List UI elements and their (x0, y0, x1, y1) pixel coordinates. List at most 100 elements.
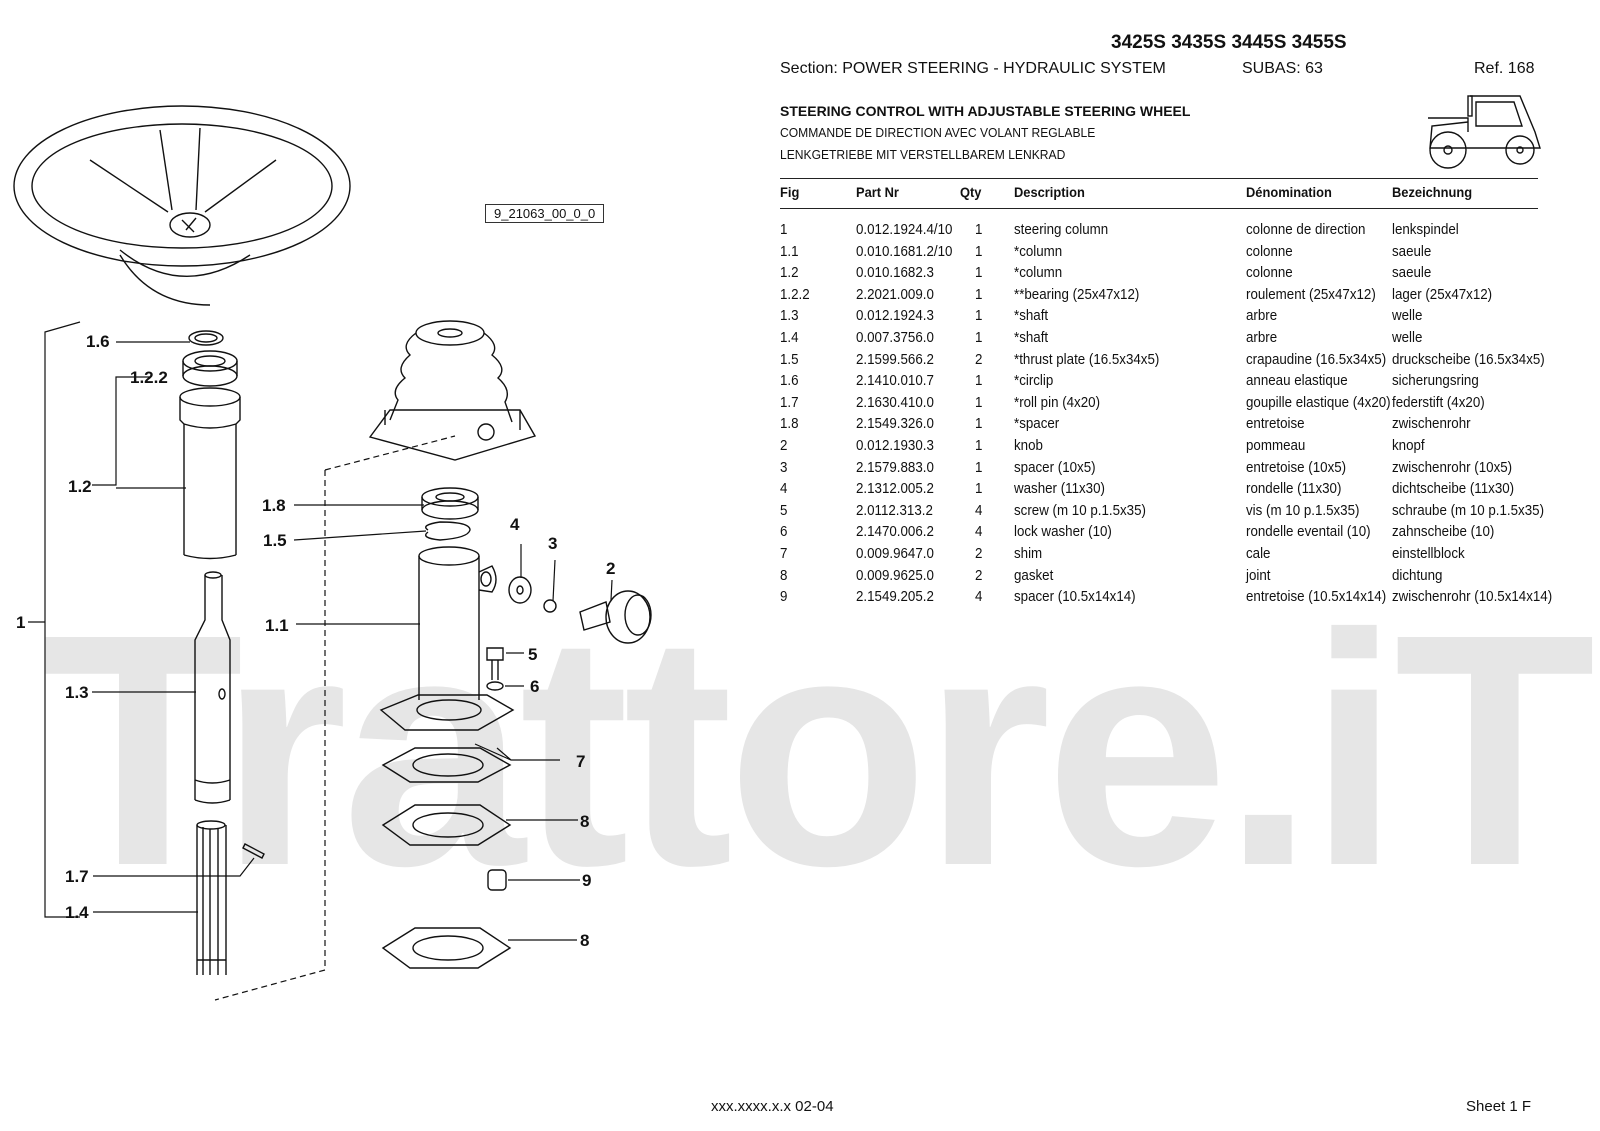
cell-description: lock washer (10) (1014, 524, 1112, 541)
cell-bezeichnung: zwischenrohr (10.5x14x14) (1392, 589, 1553, 606)
cell-qty: 1 (975, 394, 983, 411)
cell-part-nr: 2.1579.883.0 (856, 459, 934, 476)
watermark: Trattore.iT (42, 565, 1596, 934)
cell-bezeichnung: federstift (4x20) (1392, 394, 1485, 411)
cell-fig: 5 (780, 502, 788, 519)
callout-1: 1 (16, 613, 25, 632)
callout-4: 4 (510, 515, 520, 534)
cell-part-nr: 2.1549.326.0 (856, 416, 934, 433)
cell-description: *shaft (1014, 308, 1049, 325)
cell-bezeichnung: dichtscheibe (11x30) (1392, 481, 1515, 498)
cell-qty: 1 (975, 265, 983, 282)
cell-part-nr: 2.1410.010.7 (856, 373, 934, 390)
cell-part-nr: 0.012.1924.3 (856, 308, 934, 325)
cell-part-nr: 0.010.1682.3 (856, 265, 934, 282)
cell-denomination: anneau elastique (1246, 373, 1348, 390)
cell-bezeichnung: zwischenrohr (1392, 416, 1471, 433)
cell-fig: 1.4 (780, 330, 799, 346)
cell-fig: 2 (780, 438, 788, 454)
page-title-fr: COMMANDE DE DIRECTION AVEC VOLANT REGLAB… (780, 125, 1096, 140)
callout-1-8: 1.8 (262, 496, 286, 515)
callout-1-5: 1.5 (263, 531, 287, 550)
callout-5: 5 (528, 645, 537, 664)
cell-fig: 4 (780, 481, 788, 498)
cell-qty: 1 (975, 330, 983, 346)
cell-part-nr: 2.1630.410.0 (856, 394, 934, 411)
drawing-ref-box: 9_21063_00_0_0 (485, 204, 605, 223)
cell-part-nr: 2.1549.205.2 (856, 589, 934, 606)
cell-denomination: entretoise (10.5x14x14) (1246, 589, 1387, 606)
cell-description: *roll pin (4x20) (1014, 394, 1101, 411)
callout-1-2: 1.2 (68, 477, 92, 496)
cell-qty: 1 (975, 416, 983, 433)
cell-part-nr: 0.012.1930.3 (856, 438, 934, 454)
col-header-description: Description (1014, 184, 1085, 200)
cell-fig: 1.3 (780, 308, 799, 325)
cell-fig: 3 (780, 459, 788, 476)
callout-1-4: 1.4 (65, 903, 89, 922)
col-header-qty: Qty (960, 184, 982, 200)
page-title-de: LENKGETRIEBE MIT VERSTELLBAREM LENKRAD (780, 147, 1066, 162)
cell-part-nr: 2.1599.566.2 (856, 351, 934, 368)
col-header-bezeichnung: Bezeichnung (1392, 184, 1473, 200)
cell-denomination: colonne de direction (1246, 222, 1366, 238)
cell-qty: 4 (975, 589, 983, 606)
cell-denomination: pommeau (1246, 438, 1306, 454)
cell-fig: 1.5 (780, 351, 799, 368)
cell-fig: 8 (780, 567, 788, 584)
cell-denomination: joint (1246, 567, 1271, 584)
cell-denomination: roulement (25x47x12) (1246, 286, 1376, 303)
cell-description: **bearing (25x47x12) (1014, 286, 1140, 303)
cell-description: *spacer (1014, 416, 1060, 433)
cell-part-nr: 2.1470.006.2 (856, 524, 934, 541)
model-title: 3425S 3435S 3445S 3455S (1111, 32, 1347, 53)
cell-fig: 7 (780, 546, 788, 562)
callout-2: 2 (606, 559, 615, 578)
cell-description: *thrust plate (16.5x34x5) (1014, 351, 1160, 368)
cell-bezeichnung: einstellblock (1392, 546, 1465, 562)
callout-8: 8 (580, 812, 589, 831)
cell-bezeichnung: welle (1392, 330, 1423, 346)
cell-bezeichnung: welle (1392, 308, 1423, 325)
footer-sheet: Sheet 1 F (1466, 1098, 1532, 1115)
col-header-denomination: Dénomination (1246, 184, 1332, 200)
cell-part-nr: 2.1312.005.2 (856, 481, 934, 498)
callout-1-6: 1.6 (86, 332, 110, 351)
cell-qty: 1 (975, 373, 983, 390)
cell-fig: 9 (780, 589, 788, 606)
callout-1-2-2: 1.2.2 (130, 368, 168, 387)
cell-denomination: entretoise (10x5) (1246, 459, 1347, 476)
cell-denomination: colonne (1246, 243, 1293, 260)
cell-qty: 1 (975, 243, 983, 260)
footer-code: xxx.xxxx.x.x 02-04 (711, 1098, 834, 1115)
col-header-fig: Fig (780, 184, 800, 200)
section-label: Section: POWER STEERING - HYDRAULIC SYST… (780, 60, 1166, 77)
cell-bezeichnung: druckscheibe (16.5x34x5) (1392, 351, 1545, 368)
callout-6: 6 (530, 677, 539, 696)
knob-illustration (579, 590, 652, 644)
cell-bezeichnung: zahnscheibe (10) (1392, 524, 1495, 541)
cell-fig: 1 (780, 222, 788, 238)
cell-bezeichnung: saeule (1392, 243, 1432, 260)
tractor-icon (1428, 95, 1541, 169)
cell-fig: 1.6 (780, 373, 799, 390)
cell-qty: 1 (975, 459, 983, 476)
cell-description: *circlip (1014, 373, 1054, 390)
cell-part-nr: 0.012.1924.4/10 (856, 222, 953, 238)
cell-fig: 1.8 (780, 416, 799, 433)
cell-description: spacer (10x5) (1014, 459, 1096, 476)
callout-9: 9 (582, 871, 591, 890)
cell-description: gasket (1014, 567, 1054, 584)
steering-wheel-illustration (13, 105, 351, 306)
cell-fig: 1.2.2 (780, 286, 810, 303)
cell-denomination: crapaudine (16.5x34x5) (1246, 351, 1387, 368)
callout-1-3: 1.3 (65, 683, 89, 702)
cell-part-nr: 0.009.9647.0 (856, 546, 934, 562)
cell-fig: 1.7 (780, 394, 799, 411)
cell-denomination: vis (m 10 p.1.5x35) (1246, 502, 1360, 519)
cell-part-nr: 0.007.3756.0 (856, 330, 934, 346)
cell-qty: 1 (975, 438, 983, 454)
cell-bezeichnung: zwischenrohr (10x5) (1392, 459, 1513, 476)
cell-description: shim (1014, 546, 1043, 562)
